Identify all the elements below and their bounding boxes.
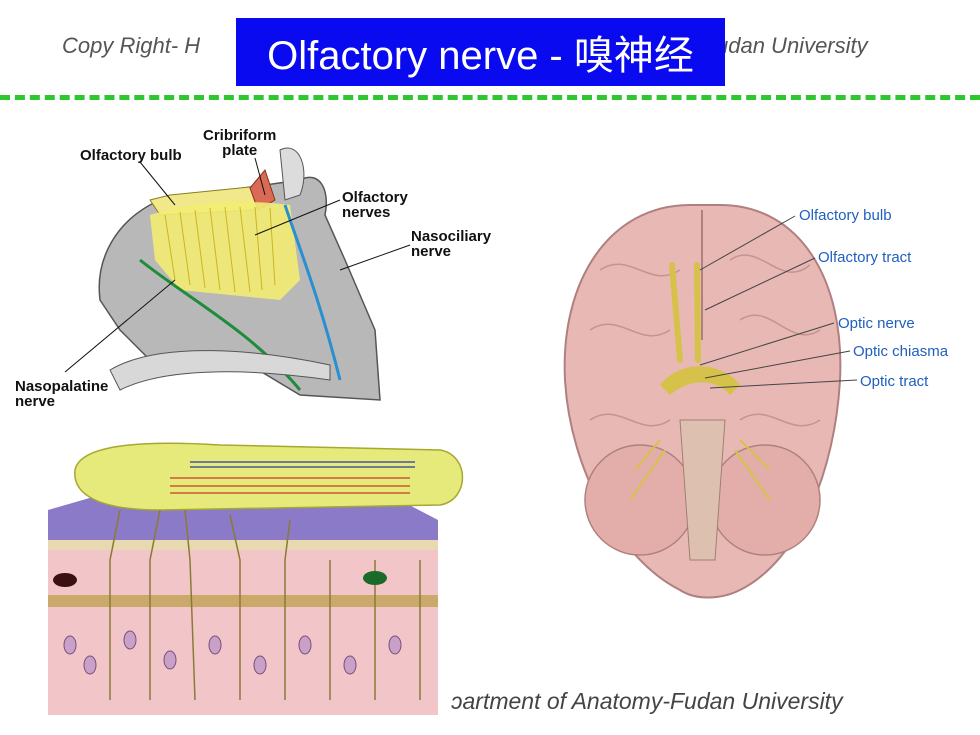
copyright-text-right: udan University	[716, 33, 868, 58]
label-optic-chiasma: Optic chiasma	[853, 343, 949, 360]
olfactory-epithelium-illustration	[48, 442, 464, 715]
label-optic-nerve: Optic nerve	[838, 315, 915, 332]
footer-attribution: ɔartment of Anatomy-Fudan University	[451, 688, 843, 714]
label-nasociliary-nerve: Nasociliary nerve	[411, 228, 492, 260]
copyright-text-left: Copy Right- H	[62, 33, 201, 58]
brain-base-illustration	[563, 204, 858, 599]
label-olfactory-nerves: Olfactory nerves	[342, 189, 408, 221]
slide-title: Olfactory nerve - 嗅神经	[236, 18, 725, 86]
title-divider	[0, 95, 980, 100]
label-olfactory-tract: Olfactory tract	[818, 249, 912, 266]
nasal-cavity-illustration	[64, 147, 411, 401]
label-nasopalatine-nerve: Nasopalatine nerve	[15, 378, 109, 410]
label-olfactory-bulb-nasal: Olfactory bulb	[80, 147, 182, 164]
label-optic-tract: Optic tract	[860, 373, 929, 390]
label-cribriform-plate: Cribriform plate	[203, 127, 277, 159]
label-olfactory-bulb-brain: Olfactory bulb	[799, 207, 892, 224]
